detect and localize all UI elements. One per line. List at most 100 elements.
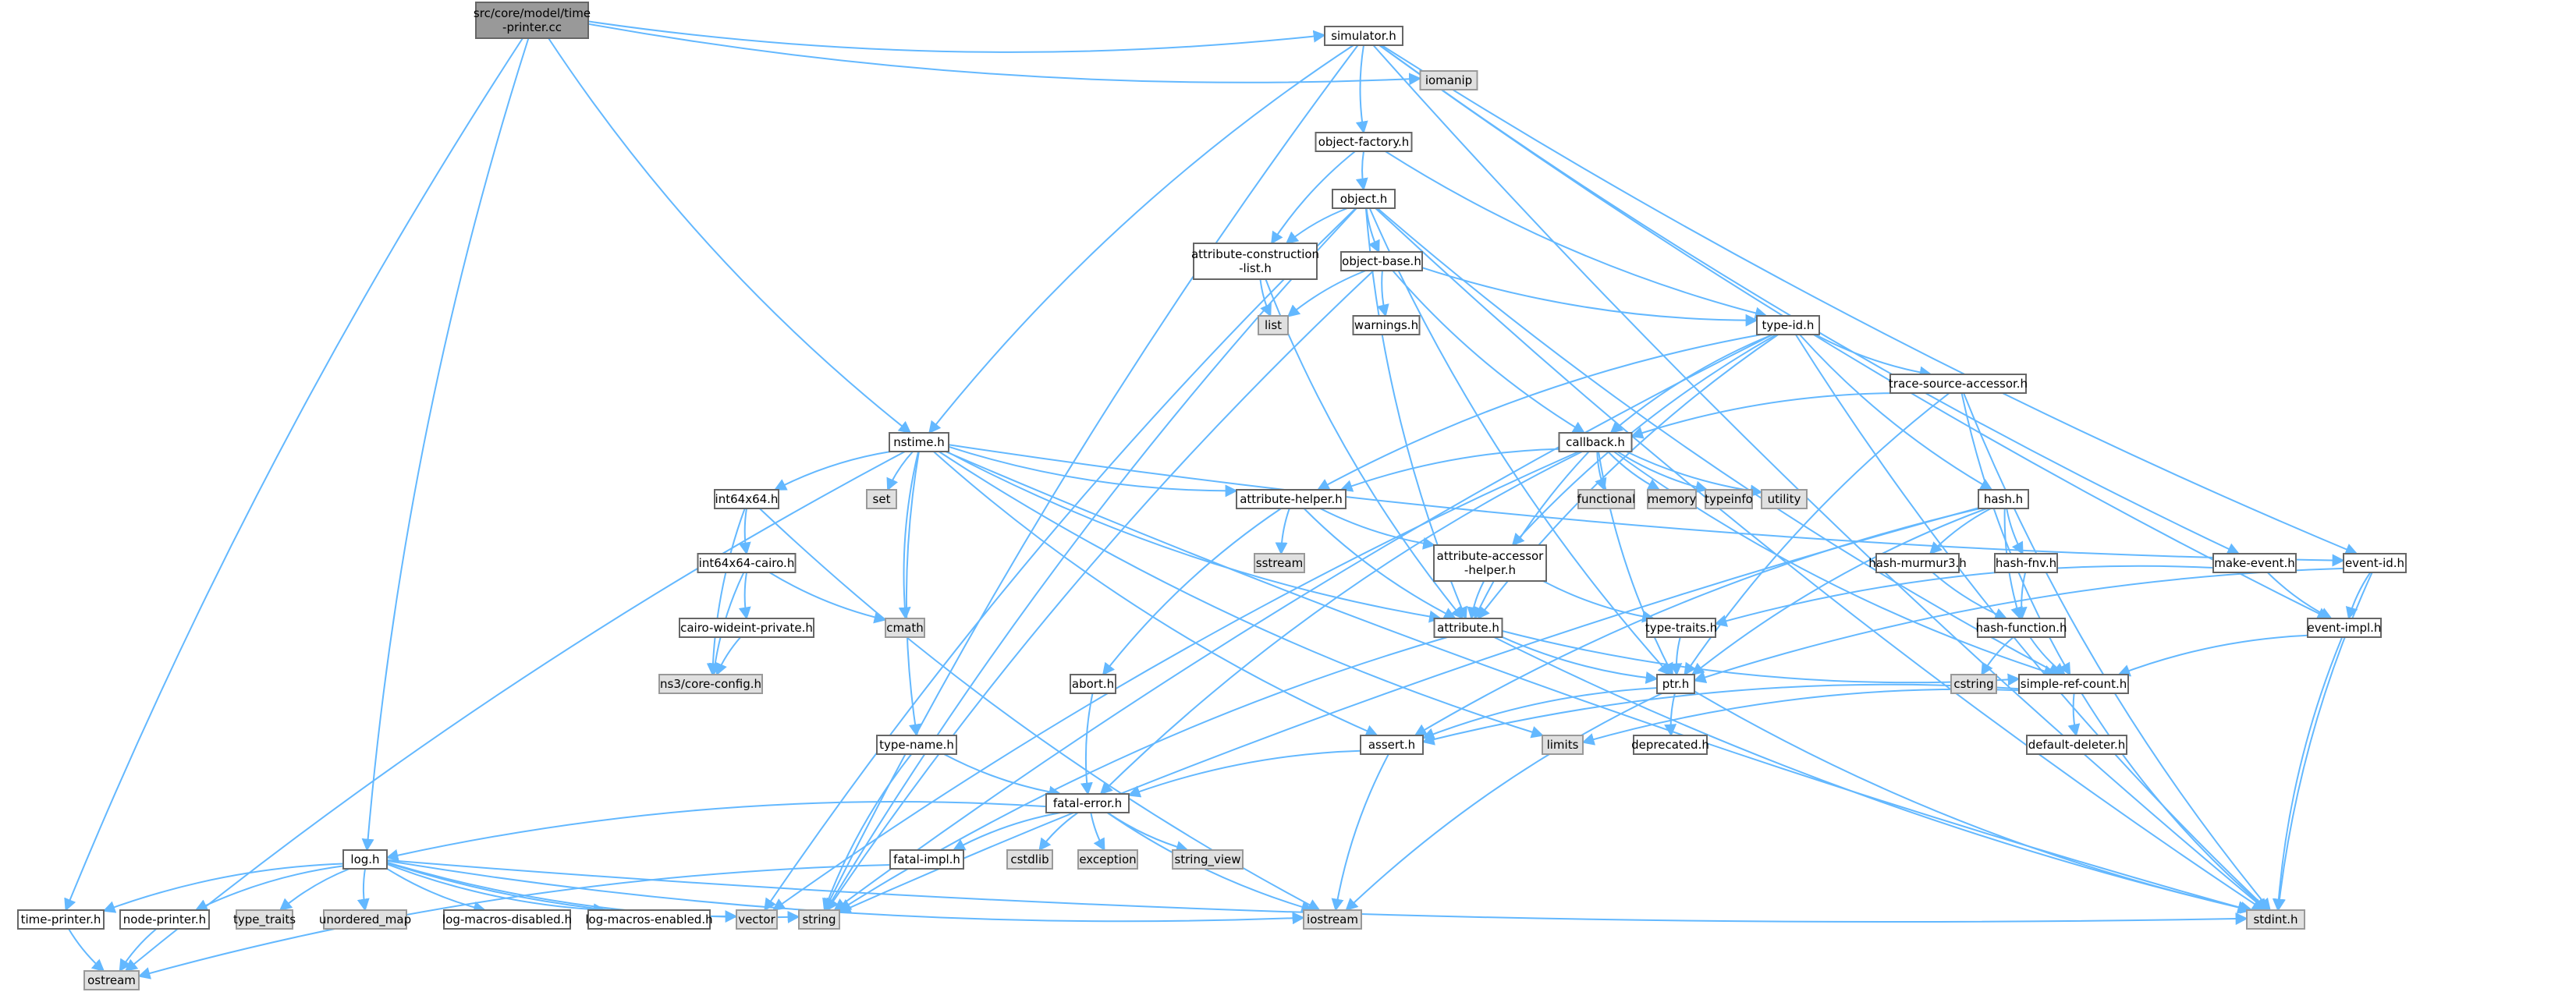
node-fatalerror[interactable]: fatal-error.h <box>1045 793 1130 813</box>
node-label: int64x64.h <box>715 492 779 506</box>
edge-assert-to-fatalerror <box>1127 749 1361 798</box>
node-label: default-deleter.h <box>2028 738 2126 752</box>
node-sstream[interactable]: sstream <box>1254 553 1305 573</box>
node-box <box>1756 315 1820 335</box>
node-typename[interactable]: type-name.h <box>876 735 957 755</box>
node-hashmurmur[interactable]: hash-murmur3.h <box>1868 553 1967 573</box>
node-box <box>2026 735 2127 755</box>
node-int64cairo[interactable]: int64x64-cairo.h <box>697 553 797 573</box>
node-typetraits[interactable]: type_traits <box>233 909 296 930</box>
node-vector[interactable]: vector <box>736 909 778 930</box>
node-list[interactable]: list <box>1258 315 1289 335</box>
node-stringview[interactable]: string_view <box>1172 849 1244 870</box>
node-label: type-name.h <box>879 738 954 752</box>
node-attraccessor[interactable]: attribute-accessor-helper.h <box>1433 544 1547 582</box>
node-iostream[interactable]: iostream <box>1303 909 1362 930</box>
node-makeevent[interactable]: make-event.h <box>2212 553 2297 573</box>
node-box <box>1646 618 1716 638</box>
edge-nstime-to-limits <box>938 451 1545 739</box>
node-typeinfo[interactable]: typeinfo <box>1705 489 1753 509</box>
node-box <box>2246 909 2305 930</box>
node-cstring[interactable]: cstring <box>1950 674 1997 694</box>
node-set[interactable]: set <box>866 489 897 509</box>
node-eventid[interactable]: event-id.h <box>2343 553 2407 573</box>
edge-int64cairo-to-cmath <box>768 572 887 624</box>
node-eventimpl[interactable]: event-impl.h <box>2307 618 2382 638</box>
edge-typeid-to-attrhelper <box>1316 334 1762 491</box>
edge-object-to-attrcons <box>1285 207 1348 245</box>
node-hashfnv[interactable]: hash-fnv.h <box>1994 553 2058 573</box>
node-root[interactable]: src/core/model/time-printer.cc <box>474 2 591 39</box>
node-int64x64[interactable]: int64x64.h <box>714 489 779 509</box>
node-attribute[interactable]: attribute.h <box>1433 618 1503 638</box>
node-functional[interactable]: functional <box>1577 489 1636 509</box>
node-box <box>2212 553 2297 573</box>
node-box <box>1875 553 1960 573</box>
node-deprecated[interactable]: deprecated.h <box>1631 735 1709 755</box>
node-typetraitsh[interactable]: type-traits.h <box>1645 618 1717 638</box>
node-ptr[interactable]: ptr.h <box>1656 674 1695 694</box>
node-objfactory[interactable]: object-factory.h <box>1315 132 1413 152</box>
node-box <box>876 735 957 755</box>
node-label: list <box>1265 318 1282 332</box>
node-coreconfig[interactable]: ns3/core-config.h <box>658 674 763 694</box>
node-typeid[interactable]: type-id.h <box>1756 315 1820 335</box>
node-box <box>885 618 925 638</box>
node-box <box>119 909 210 930</box>
node-label: attribute-helper.h <box>1240 492 1343 506</box>
node-fatalimpl[interactable]: fatal-impl.h <box>889 849 964 870</box>
node-defdeleter[interactable]: default-deleter.h <box>2026 735 2127 755</box>
node-memory[interactable]: memory <box>1647 489 1697 509</box>
node-iomanip[interactable]: iomanip <box>1419 70 1478 90</box>
node-cstdlib[interactable]: cstdlib <box>1006 849 1053 870</box>
node-label: cstring <box>1953 677 1993 691</box>
node-assert[interactable]: assert.h <box>1360 735 1424 755</box>
node-warnings[interactable]: warnings.h <box>1352 315 1421 335</box>
node-unorderedmap[interactable]: unordered_map <box>319 909 411 930</box>
edge-assert-to-iostream <box>1331 753 1389 912</box>
edge-typeid-to-hash <box>1799 334 1993 491</box>
edge-int64x64-to-coreconfig <box>706 508 746 676</box>
node-label: abort.h <box>1072 677 1114 691</box>
edge-nstime-to-stdint <box>945 451 2251 913</box>
node-nstime[interactable]: nstime.h <box>889 432 949 452</box>
node-hash[interactable]: hash.h <box>1978 489 2029 509</box>
node-nodeprinter[interactable]: node-printer.h <box>119 909 210 930</box>
node-simulator[interactable]: simulator.h <box>1324 26 1403 46</box>
edge-nstime-to-eventid <box>948 444 2345 567</box>
node-objbase[interactable]: object-base.h <box>1340 251 1423 271</box>
node-attrhelper[interactable]: attribute-helper.h <box>1236 489 1347 509</box>
node-utility[interactable]: utility <box>1761 489 1808 509</box>
node-box <box>1236 489 1347 509</box>
node-attrcons[interactable]: attribute-construction-list.h <box>1191 243 1319 280</box>
node-limits[interactable]: limits <box>1542 735 1584 755</box>
node-logenabled[interactable]: log-macros-enabled.h <box>585 909 713 930</box>
edge-root-to-nstime <box>548 37 912 434</box>
node-tsa[interactable]: trace-source-accessor.h <box>1889 374 2028 394</box>
node-callback[interactable]: callback.h <box>1558 432 1633 452</box>
node-object[interactable]: object.h <box>1332 189 1396 209</box>
node-label: src/core/model/time <box>474 6 591 20</box>
node-log[interactable]: log.h <box>342 849 388 870</box>
node-label: event-impl.h <box>2308 621 2382 635</box>
node-stdint[interactable]: stdint.h <box>2246 909 2305 930</box>
node-simplerefcount[interactable]: simple-ref-count.h <box>2018 674 2129 694</box>
node-exception[interactable]: exception <box>1077 849 1138 870</box>
edge-callback-to-attribute <box>1474 451 1590 620</box>
node-timeprinter[interactable]: time-printer.h <box>17 909 105 930</box>
node-cmath[interactable]: cmath <box>885 618 925 638</box>
node-box <box>1324 26 1403 46</box>
node-string[interactable]: string <box>798 909 840 930</box>
node-ostream[interactable]: ostream <box>83 970 140 990</box>
edge-cairowide-to-coreconfig <box>715 636 742 676</box>
edge-ptr-to-assert <box>1421 687 1658 740</box>
node-cairowide[interactable]: cairo-wideint-private.h <box>679 618 814 638</box>
node-hashfunc[interactable]: hash-function.h <box>1976 618 2067 638</box>
node-box <box>475 2 589 39</box>
edge-simulator-to-string <box>824 44 1359 912</box>
node-logdisabled[interactable]: log-macros-disabled.h <box>442 909 572 930</box>
node-abort[interactable]: abort.h <box>1070 674 1116 694</box>
edge-callback-to-typeinfo <box>1616 451 1708 494</box>
node-box <box>1045 793 1130 813</box>
edge-attrhelper-to-attribute <box>1303 508 1457 619</box>
